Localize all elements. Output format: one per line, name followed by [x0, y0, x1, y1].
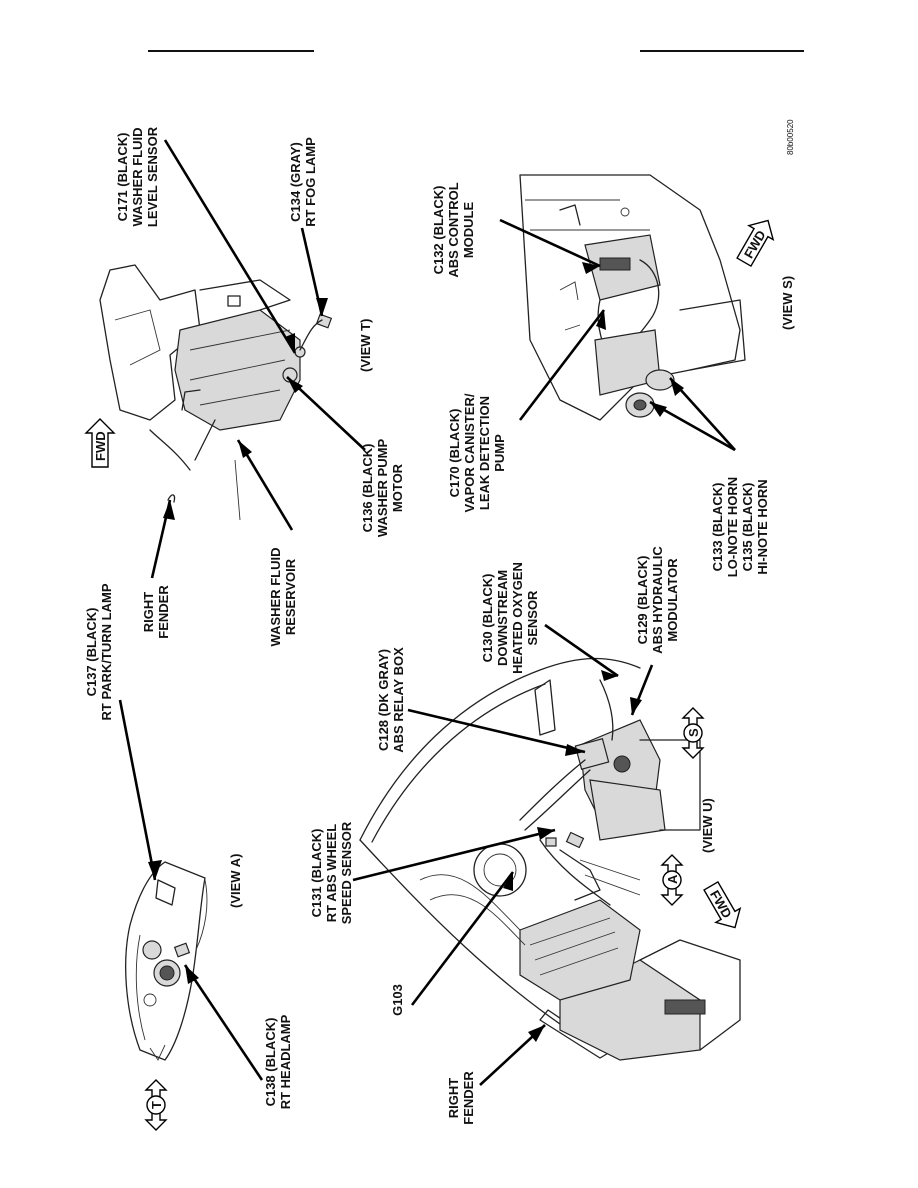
view-s-abs-module-illustration [519, 174, 746, 421]
view-u-title: (VIEW U) [700, 798, 715, 853]
header-rule-right [640, 50, 804, 52]
label-c130-line-2: DOWNSTREAM [495, 570, 510, 666]
label-c134-line-2: RT FOG LAMP [303, 137, 318, 227]
label-c132: C132 (BLACK) ABS CONTROL MODULE [431, 182, 476, 277]
label-c170-line-2: VAPOR CANISTER/ [462, 393, 477, 512]
leader-c138 [183, 964, 264, 1081]
direction-marker-t: T [144, 1079, 168, 1131]
label-c132-line-3: MODULE [461, 202, 476, 259]
label-c130-line-1: C130 (BLACK) [480, 574, 495, 663]
leader-c171 [163, 139, 297, 354]
label-c132-line-1: C132 (BLACK) [431, 186, 446, 275]
view-t-washer-reservoir-illustration [99, 264, 333, 521]
label-right-fender-t-line-1: RIGHT [141, 592, 156, 633]
label-c138-line-1: C138 (BLACK) [263, 1018, 278, 1107]
label-c171: C171 (BLACK) WASHER FLUID LEVEL SENSOR [115, 126, 160, 227]
label-c137-line-1: C137 (BLACK) [84, 608, 99, 697]
label-c135-line-1: C135 (BLACK) [740, 483, 755, 572]
label-c170-line-4: PUMP [492, 434, 507, 472]
label-c136-line-3: MOTOR [390, 463, 405, 512]
label-washer-reservoir-line-2: RESERVOIR [283, 558, 298, 635]
label-c171-line-1: C171 (BLACK) [115, 133, 130, 222]
view-s-title: (VIEW S) [780, 276, 795, 330]
label-c131-line-1: C131 (BLACK) [309, 829, 324, 918]
label-washer-reservoir-line-1: WASHER FLUID [268, 548, 283, 647]
direction-marker-s: S [681, 707, 705, 759]
leader-c170 [518, 309, 606, 421]
label-c129-line-3: MODULATOR [665, 558, 680, 642]
label-g103-line-1: G103 [390, 984, 405, 1016]
label-c136-line-2: WASHER PUMP [375, 439, 390, 538]
label-c136: C136 (BLACK) WASHER PUMP MOTOR [360, 439, 405, 538]
label-c128-line-1: C128 (DK GRAY) [376, 649, 391, 751]
label-c136-line-1: C136 (BLACK) [360, 444, 375, 533]
label-c130: C130 (BLACK) DOWNSTREAM HEATED OXYGEN SE… [480, 562, 540, 674]
leader-c131 [352, 828, 556, 882]
figure-id: 80b00520 [786, 119, 795, 155]
label-c133-line-1: C133 (BLACK) [710, 483, 725, 572]
label-c131-line-2: RT ABS WHEEL [324, 824, 339, 923]
label-c129-line-1: C129 (BLACK) [635, 556, 650, 645]
label-c171-line-3: LEVEL SENSOR [145, 126, 160, 227]
label-right-fender-u-line-1: RIGHT [446, 1078, 461, 1119]
label-c133-c135: C133 (BLACK) LO-NOTE HORN C135 (BLACK) H… [710, 477, 770, 577]
direction-label-a: A [665, 874, 680, 884]
fwd-label-t: FWD [93, 431, 108, 461]
label-g103: G103 [390, 984, 405, 1016]
label-c138-line-2: RT HEADLAMP [278, 1014, 293, 1109]
leader-c136 [286, 376, 366, 451]
label-c170-line-1: C170 (BLACK) [447, 409, 462, 498]
label-c129-line-2: ABS HYDRAULIC [650, 546, 665, 654]
direction-label-t: T [149, 1101, 164, 1109]
label-right-fender-u: RIGHT FENDER [446, 1071, 476, 1125]
label-c130-line-4: SENSOR [525, 590, 540, 646]
label-c129: C129 (BLACK) ABS HYDRAULIC MODULATOR [635, 546, 680, 654]
direction-label-s: S [686, 728, 701, 737]
label-c137: C137 (BLACK) RT PARK/TURN LAMP [84, 583, 114, 720]
leader-g103 [410, 871, 515, 1006]
view-t-title: (VIEW T) [358, 319, 373, 372]
label-c134-line-1: C134 (GRAY) [288, 142, 303, 222]
label-c128-line-2: ABS RELAY BOX [391, 647, 406, 753]
leader-c130 [544, 623, 619, 678]
label-right-fender-t: RIGHT FENDER [141, 585, 171, 639]
label-right-fender-u-line-2: FENDER [461, 1071, 476, 1125]
view-u-engine-bay-illustration [359, 657, 741, 1061]
view-a-title: (VIEW A) [228, 854, 243, 908]
label-c170: C170 (BLACK) VAPOR CANISTER/ LEAK DETECT… [447, 393, 507, 512]
header-rule-left [148, 50, 314, 52]
label-washer-reservoir: WASHER FLUID RESERVOIR [268, 548, 298, 647]
leader-c137 [118, 699, 157, 881]
label-c131: C131 (BLACK) RT ABS WHEEL SPEED SENSOR [309, 821, 354, 924]
label-c133-line-2: LO-NOTE HORN [725, 477, 740, 577]
label-c170-line-3: LEAK DETECTION [477, 396, 492, 510]
label-c171-line-2: WASHER FLUID [130, 128, 145, 227]
view-a-headlamp-illustration [125, 861, 208, 1061]
label-c128: C128 (DK GRAY) ABS RELAY BOX [376, 647, 406, 753]
leader-c132 [499, 218, 601, 268]
direction-marker-a: A [660, 854, 684, 906]
leader-c128 [407, 708, 586, 754]
fwd-marker-view-u: FWD [703, 880, 742, 929]
label-c137-line-2: RT PARK/TURN LAMP [99, 583, 114, 720]
label-c134: C134 (GRAY) RT FOG LAMP [288, 137, 318, 227]
leader-arrowheads [148, 262, 684, 1042]
label-right-fender-t-line-2: FENDER [156, 585, 171, 639]
label-c132-line-2: ABS CONTROL [446, 182, 461, 277]
fwd-marker-view-s: FWD [736, 219, 775, 268]
label-c138: C138 (BLACK) RT HEADLAMP [263, 1014, 293, 1109]
label-c135-line-2: HI-NOTE HORN [755, 479, 770, 574]
label-c130-line-3: HEATED OXYGEN [510, 562, 525, 674]
label-c131-line-3: SPEED SENSOR [339, 821, 354, 924]
fwd-marker-view-t: FWD [84, 418, 116, 468]
